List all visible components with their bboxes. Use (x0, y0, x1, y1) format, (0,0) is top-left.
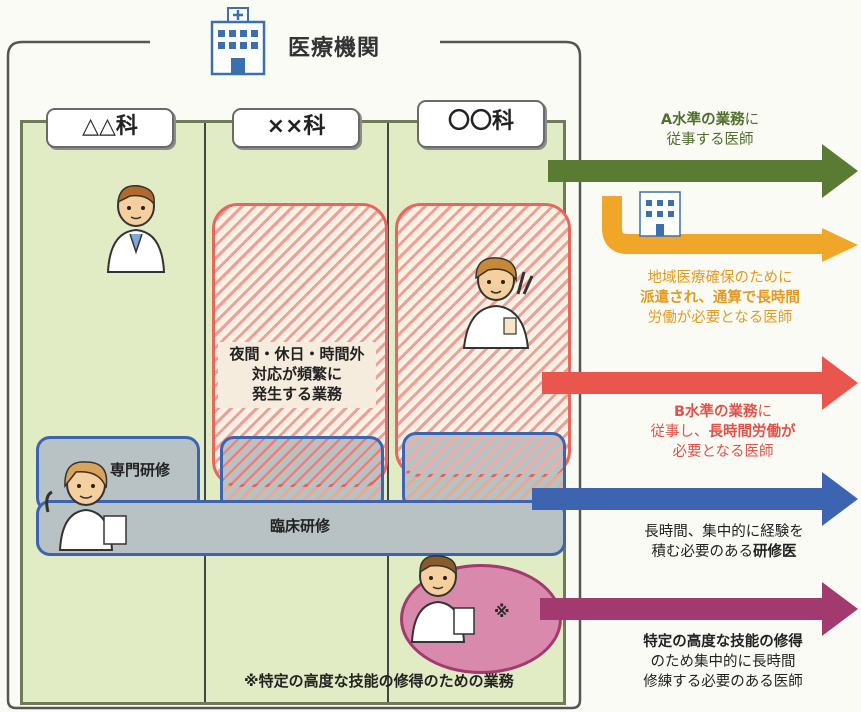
night-work-line-3: 発生する業務 (251, 385, 342, 403)
arrow-a-standard (548, 144, 858, 198)
b-standard-title: B水準の業務 (673, 404, 758, 420)
hospital-icon (210, 7, 266, 76)
tab-dept-2: ××科 (232, 108, 360, 148)
b-standard-suffix: に (757, 404, 773, 420)
b-standard-line-3: 必要となる医師 (672, 444, 774, 460)
b-standard-line-2b: 長時間労働が (708, 424, 796, 440)
trainee-line-1: 長時間、集中的に経験を (644, 524, 804, 540)
night-work-label: 夜間・休日・時間外 対応が頻繁に 発生する業務 (218, 344, 376, 404)
arrow-regional (602, 191, 858, 262)
doctor-icon (106, 185, 166, 273)
b-standard-line-2a: 従事し、 (650, 424, 709, 440)
doctor-icon (462, 257, 534, 349)
doctor-icon (45, 461, 127, 551)
arrow-trainee (532, 472, 858, 526)
skill-line-1: 特定の高度な技能の修得 (643, 634, 803, 650)
b-standard-desc: B水準の業務に 従事し、長時間労働が 必要となる医師 (608, 402, 838, 462)
regional-line-3: 労働が必要となる医師 (647, 310, 793, 326)
arrow-b-standard (542, 356, 858, 410)
hospital-title: 医療機関 (288, 36, 381, 61)
a-standard-desc: A水準の業務に 従事する医師 (610, 110, 810, 150)
advanced-skill-desc: 特定の高度な技能の修得 のため集中的に長時間 修練する必要のある医師 (598, 632, 848, 692)
regional-desc: 地域医療確保のために 派遣され、通算で長時間 労働が必要となる医師 (600, 268, 840, 328)
column-divider (204, 123, 206, 702)
clinical-training-label: 臨床研修 (269, 517, 330, 535)
tab-dept-1: △△科 (46, 108, 174, 148)
skill-line-2: のため集中的に長時間 (650, 654, 796, 670)
regional-line-2a: 派遣され、通算で (640, 290, 757, 306)
special-mark: ※ (494, 602, 510, 621)
trainee-line-2a: 積む必要のある (651, 544, 754, 560)
night-work-line-2: 対応が頻繁に (251, 365, 342, 383)
arrow-advanced-skill (540, 582, 858, 636)
trainee-line-2b: 研修医 (753, 544, 797, 560)
doctor-icon (410, 555, 475, 643)
skill-line-3: 修練する必要のある医師 (643, 674, 803, 690)
night-work-label-bg (218, 342, 376, 408)
specialty-training-block-2 (220, 436, 384, 512)
a-standard-line-2: 従事する医師 (666, 132, 754, 148)
a-standard-title: A水準の業務 (660, 112, 745, 128)
specialty-training-label: 専門研修 (110, 461, 171, 479)
regional-line-1: 地域医療確保のために (647, 270, 793, 286)
regional-line-2b: 長時間 (756, 290, 800, 306)
footnote: ※特定の高度な技能の修得のための業務 (244, 672, 514, 690)
night-work-line-1: 夜間・休日・時間外 (229, 345, 365, 363)
a-standard-suffix: に (744, 112, 760, 128)
trainee-desc: 長時間、集中的に経験を 積む必要のある研修医 (604, 522, 844, 562)
tab-dept-3: 〇〇科 (417, 100, 545, 148)
